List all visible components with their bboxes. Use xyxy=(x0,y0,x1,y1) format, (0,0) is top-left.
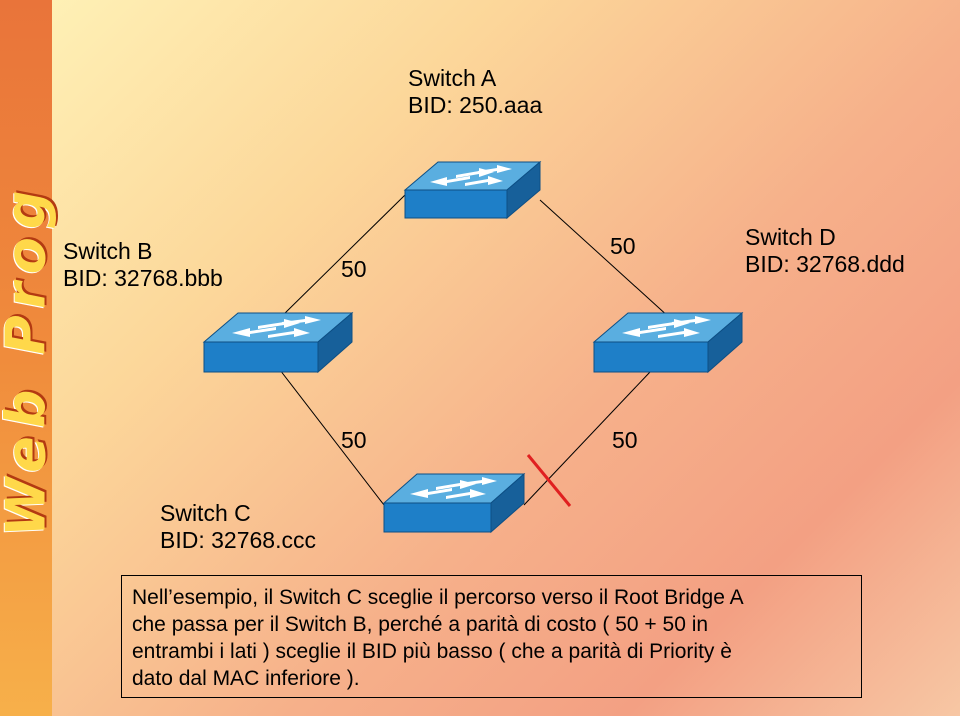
switch-d-name: Switch D xyxy=(745,224,836,250)
switch-d-icon xyxy=(592,311,744,374)
link-a-b xyxy=(279,194,406,319)
blocked-port-mark xyxy=(526,454,572,507)
switch-b-label: Switch B BID: 32768.bbb xyxy=(63,238,223,292)
switch-a-name: Switch A xyxy=(408,65,497,91)
explanation-line: dato dal MAC inferiore ). xyxy=(132,667,360,690)
link-b-c xyxy=(279,369,385,506)
switch-b-name: Switch B xyxy=(63,238,153,264)
switch-d-bid: BID: 32768.ddd xyxy=(745,251,905,277)
cost-d-c: 50 xyxy=(612,427,638,453)
switch-c-bid: BID: 32768.ccc xyxy=(160,527,316,553)
switch-c-name: Switch C xyxy=(160,500,251,526)
cost-a-d: 50 xyxy=(610,233,636,259)
explanation-box: Nell’esempio, il Switch C sceglie il per… xyxy=(121,575,862,698)
switch-a-icon xyxy=(403,160,542,220)
link-d-c xyxy=(523,371,651,506)
switch-b-icon xyxy=(202,311,354,374)
switch-c-label: Switch C BID: 32768.ccc xyxy=(160,500,316,554)
switch-d-label: Switch D BID: 32768.ddd xyxy=(745,224,905,278)
switch-a-label: Switch A BID: 250.aaa xyxy=(408,65,542,119)
switch-b-bid: BID: 32768.bbb xyxy=(63,265,223,291)
switch-a-bid: BID: 250.aaa xyxy=(408,92,543,118)
switch-c-icon xyxy=(382,472,526,534)
link-a-d xyxy=(539,199,671,319)
cost-b-c: 50 xyxy=(341,427,367,453)
explanation-line: che passa per il Switch B, perché a pari… xyxy=(132,613,709,636)
cost-a-b: 50 xyxy=(341,256,367,282)
logo-sidebar: Web Prog xyxy=(0,0,58,716)
explanation-line: entrambi i lati ) sceglie il BID più bas… xyxy=(132,640,732,663)
explanation-line: Nell’esempio, il Switch C sceglie il per… xyxy=(132,586,744,609)
